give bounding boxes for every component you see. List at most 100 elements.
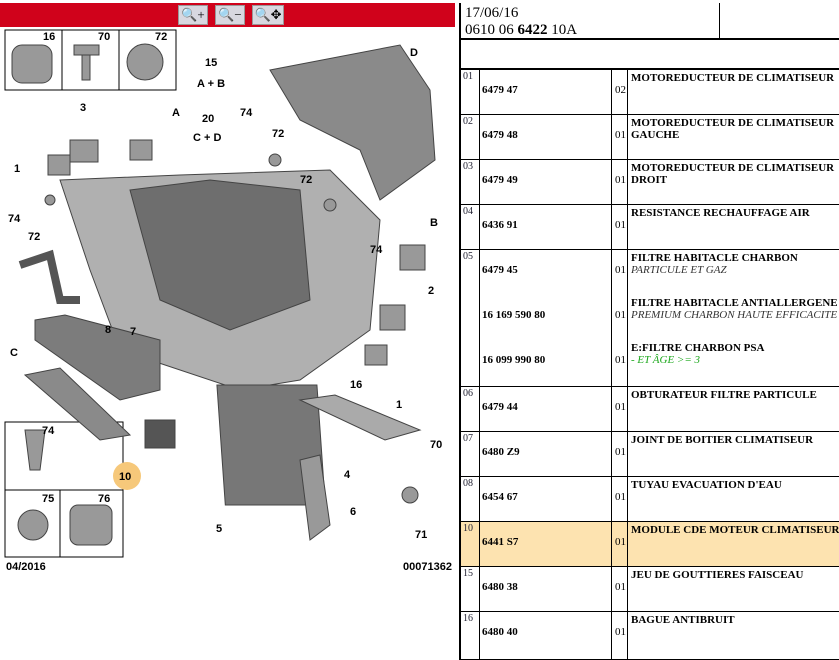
zoom-out-button[interactable]: 🔍− [215, 5, 245, 25]
row-index: 05 [463, 251, 473, 262]
part-quantity: 01 [615, 536, 626, 548]
parts-header: 17/06/16 0610 06 6422 10A [461, 3, 839, 40]
part-row[interactable]: 15 6480 38 01 JEU DE GOUTTIERES FAISCEAU [461, 567, 839, 612]
part-reference[interactable]: 6479 45 [482, 264, 518, 276]
row-index: 15 [463, 568, 473, 579]
part-row[interactable]: 16 6480 40 01 BAGUE ANTIBRUIT [461, 612, 839, 660]
part-description: MOTOREDUCTEUR DE CLIMATISEUR [631, 72, 835, 84]
row-index: 10 [463, 523, 473, 534]
row-index: 02 [463, 116, 473, 127]
part-quantity: 01 [615, 309, 626, 321]
row-index: 03 [463, 161, 473, 172]
part-row[interactable]: 01 6479 47 02 MOTOREDUCTEUR DE CLIMATISE… [461, 70, 839, 115]
header-date: 17/06/16 [465, 5, 519, 21]
part-reference[interactable]: 16 099 990 80 [482, 354, 546, 366]
part-quantity: 01 [615, 401, 626, 413]
part-reference[interactable]: 6480 Z9 [482, 446, 520, 458]
callout: 74 [240, 107, 253, 119]
part-quantity: 01 [615, 491, 626, 503]
part-description: JOINT DE BOITIER CLIMATISEUR [631, 434, 814, 446]
part-reference[interactable]: 16 169 590 80 [482, 309, 546, 321]
callout: 70 [430, 439, 442, 451]
inset-top-boxes [4, 29, 177, 558]
part-description: MOTOREDUCTEUR DE CLIMATISEUR DROIT [631, 162, 835, 186]
part-reference[interactable]: 6479 49 [482, 174, 518, 186]
callout: A [172, 107, 180, 119]
part-condition: PREMIUM CHARBON HAUTE EFFICACITE [631, 309, 838, 321]
inset-label: 16 [43, 31, 55, 43]
diagram-date: 04/2016 [6, 561, 46, 573]
callout: C [10, 347, 18, 359]
part-reference[interactable]: 6480 38 [482, 581, 518, 593]
header-reference: 0610 06 6422 10A [465, 22, 578, 38]
part-description: OBTURATEUR FILTRE PARTICULE [631, 389, 817, 401]
callout: 2 [428, 285, 434, 297]
diagram-panel: 🔍+ 🔍− 🔍✥ 16 70 72 74 75 76 15 A + B 20 C… [0, 3, 455, 573]
part-row[interactable]: 10 6441 S7 01 MODULE CDE MOTEUR CLIMATIS… [461, 522, 839, 567]
callout: 1 [396, 399, 402, 411]
part-quantity: 01 [615, 354, 626, 366]
part-quantity: 01 [615, 219, 626, 231]
inset-label: 75 [42, 493, 54, 505]
zoom-out-icon: 🔍− [218, 7, 242, 22]
callout: 74 [370, 244, 383, 256]
zoom-in-button[interactable]: 🔍+ [178, 5, 208, 25]
part-row[interactable]: 07 6480 Z9 01 JOINT DE BOITIER CLIMATISE… [461, 432, 839, 477]
row-index: 06 [463, 388, 473, 399]
part-reference[interactable]: 6441 S7 [482, 536, 519, 548]
part-reference[interactable]: 6479 47 [482, 84, 518, 96]
zoom-pan-button[interactable]: 🔍✥ [252, 5, 284, 25]
highlight-callout-10[interactable] [113, 462, 141, 490]
row-index: 07 [463, 433, 473, 444]
callout: 16 [350, 379, 362, 391]
part-description: RESISTANCE RECHAUFFAGE AIR [631, 207, 810, 219]
callout: 8 [105, 324, 111, 336]
inset-label: 70 [98, 31, 110, 43]
part-row[interactable]: 06 6479 44 01 OBTURATEUR FILTRE PARTICUL… [461, 387, 839, 432]
zoom-toolbar: 🔍+ 🔍− 🔍✥ [0, 3, 455, 27]
callout: 72 [28, 231, 40, 243]
part-row[interactable]: 04 6436 91 01 RESISTANCE RECHAUFFAGE AIR [461, 205, 839, 250]
part-quantity: 01 [615, 581, 626, 593]
part-description: MOTOREDUCTEUR DE CLIMATISEUR GAUCHE [631, 117, 835, 141]
part-description: TUYAU EVACUATION D'EAU [631, 479, 782, 491]
callout-10: 10 [119, 471, 131, 483]
inset-label: 72 [155, 31, 167, 43]
part-row[interactable]: 02 6479 48 01 MOTOREDUCTEUR DE CLIMATISE… [461, 115, 839, 160]
callout: 72 [300, 174, 312, 186]
callout: 74 [8, 213, 21, 225]
part-reference[interactable]: 6480 40 [482, 626, 518, 638]
part-condition: - ET ÂGE >= 3 [631, 354, 701, 366]
callout: 7 [130, 326, 136, 338]
parts-drawings [11, 43, 436, 546]
callout: 72 [272, 128, 284, 140]
callout: 6 [350, 506, 356, 518]
callout: 20 [202, 113, 214, 125]
part-reference[interactable]: 6479 44 [482, 401, 518, 413]
zoom-in-icon: 🔍+ [181, 7, 205, 22]
part-quantity: 02 [615, 84, 626, 96]
part-reference[interactable]: 6454 67 [482, 491, 518, 503]
part-description: E:FILTRE CHARBON PSA- ET ÂGE >= 3 [631, 342, 839, 366]
callout: D [410, 47, 418, 59]
part-description: BAGUE ANTIBRUIT [631, 614, 735, 626]
row-index: 08 [463, 478, 473, 489]
part-row[interactable]: 08 6454 67 01 TUYAU EVACUATION D'EAU [461, 477, 839, 522]
callout: B [430, 217, 438, 229]
inset-label: 76 [98, 493, 110, 505]
exploded-parts-diagram: 16 70 72 74 75 76 15 A + B 20 C + D D A … [4, 29, 452, 573]
part-quantity: 01 [615, 129, 626, 141]
part-reference[interactable]: 6436 91 [482, 219, 518, 231]
callout: 3 [80, 102, 86, 114]
callout: C + D [193, 132, 221, 144]
part-reference[interactable]: 6479 48 [482, 129, 518, 141]
callout: 5 [216, 523, 222, 535]
row-index: 01 [463, 71, 473, 82]
row-index: 04 [463, 206, 473, 217]
diagram-code: 00071362 [403, 561, 452, 573]
part-condition: PARTICULE ET GAZ [631, 264, 727, 276]
part-quantity: 01 [615, 446, 626, 458]
part-row[interactable]: 03 6479 49 01 MOTOREDUCTEUR DE CLIMATISE… [461, 160, 839, 205]
part-description: MODULE CDE MOTEUR CLIMATISEUR [631, 524, 839, 536]
